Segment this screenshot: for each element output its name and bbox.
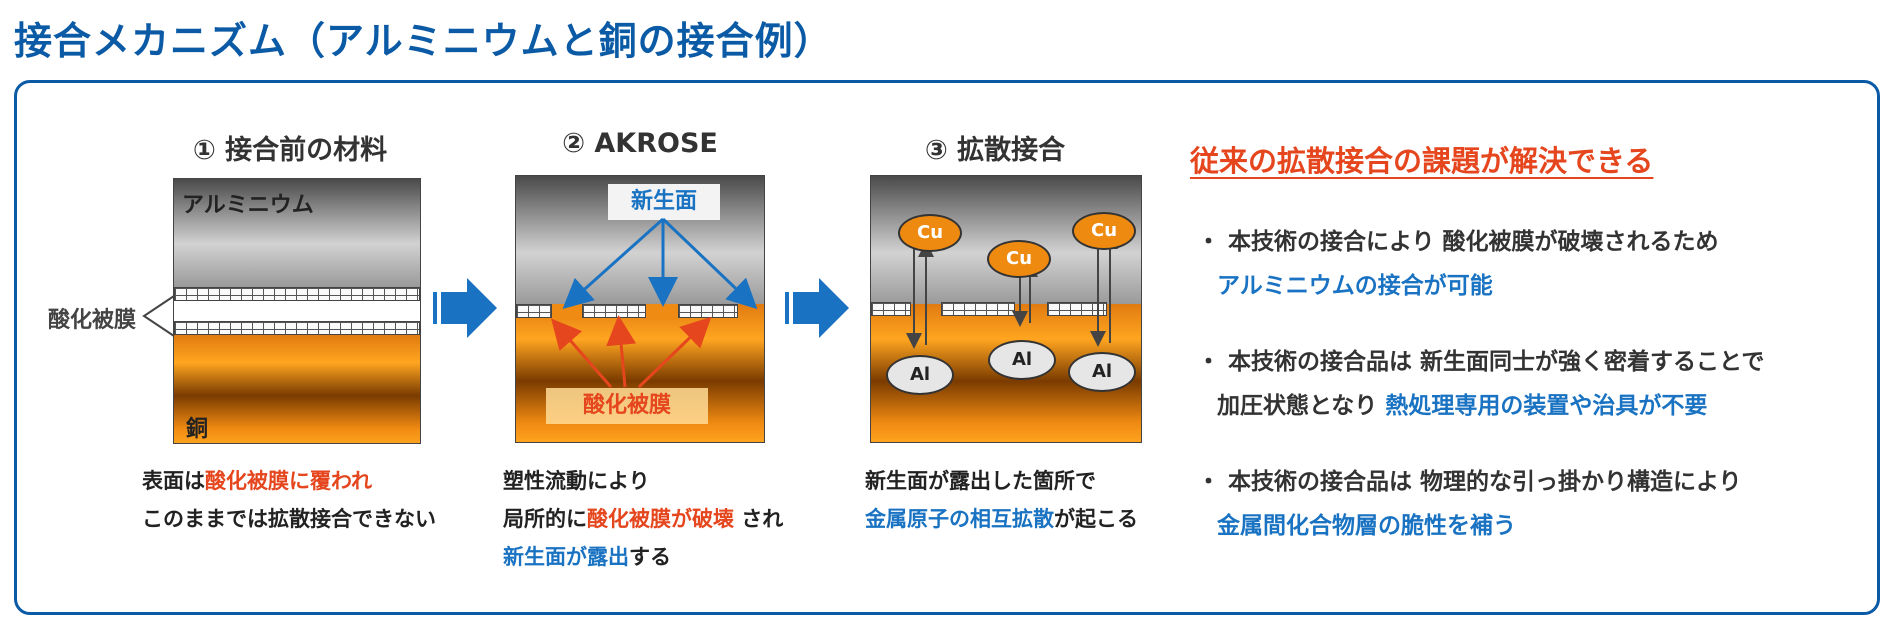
step1-title: ① 接合前の材料	[192, 135, 388, 166]
cu-atom: Cu	[898, 214, 962, 252]
oxide-side-label: 酸化被膜	[48, 308, 137, 333]
oxide-fragment	[516, 304, 552, 318]
step2-arrows	[551, 217, 758, 389]
benefits-heading: 従来の拡散接合の課題が解決できる	[1190, 144, 1654, 178]
oxide-film-bottom	[174, 321, 420, 335]
oxide-arrow	[637, 316, 712, 389]
copper-label: 銅	[186, 417, 209, 442]
copper-layer	[174, 335, 420, 443]
step3-title: ③ 拡散接合	[924, 135, 1066, 166]
oxide-film-top	[174, 287, 420, 301]
oxide-fragment	[871, 302, 911, 316]
next-step-arrow-icon	[433, 278, 497, 338]
new-surface-label: 新生面	[608, 184, 720, 220]
oxide-label: 酸化被膜	[546, 388, 708, 424]
benefit-item: ・ 本技術の接合品は 物理的な引っ掛かり構造により 金属間化合物層の脆性を補う	[1197, 469, 1742, 539]
step1-panel: アルミニウム 銅	[173, 178, 421, 444]
step2-title: ② AKROSE	[562, 128, 718, 159]
cu-atom: Cu	[987, 240, 1051, 278]
oxide-fragment	[1047, 302, 1107, 316]
oxide-fragment	[582, 304, 646, 318]
oxide-fragment	[941, 302, 1015, 316]
new-surface-arrow	[562, 217, 665, 310]
al-atom: Al	[1068, 352, 1136, 392]
oxide-fragment	[678, 304, 738, 318]
aluminum-layer	[174, 179, 420, 287]
aluminum-label: アルミニウム	[182, 193, 314, 218]
al-atom: Al	[886, 355, 954, 395]
benefit-item: ・ 本技術の接合品は 新生面同士が強く密着することで 加圧状態となり 熱処理専用…	[1197, 349, 1765, 419]
benefit-item: ・ 本技術の接合により 酸化被膜が破壊されるため アルミニウムの接合が可能	[1197, 229, 1719, 299]
step2-caption: 塑性流動により 局所的に酸化被膜が破壊 され 新生面が露出する	[503, 469, 784, 569]
next-step-arrow-icon	[785, 278, 849, 338]
al-atom: Al	[988, 340, 1056, 380]
content-frame	[14, 80, 1880, 615]
oxide-arrow	[551, 318, 613, 388]
step1-caption: 表面は酸化被膜に覆われ このままでは拡散接合できない	[142, 469, 436, 531]
gap	[174, 301, 420, 321]
oxide-pointer-icon	[142, 295, 175, 337]
oxide-arrow	[606, 315, 637, 388]
page-title: 接合メカニズム（アルミニウムと銅の接合例）	[14, 19, 833, 63]
step3-caption: 新生面が露出した箇所で 金属原子の相互拡散が起こる	[865, 469, 1138, 531]
cu-atom: Cu	[1072, 212, 1136, 250]
new-surface-arrow	[661, 217, 758, 310]
